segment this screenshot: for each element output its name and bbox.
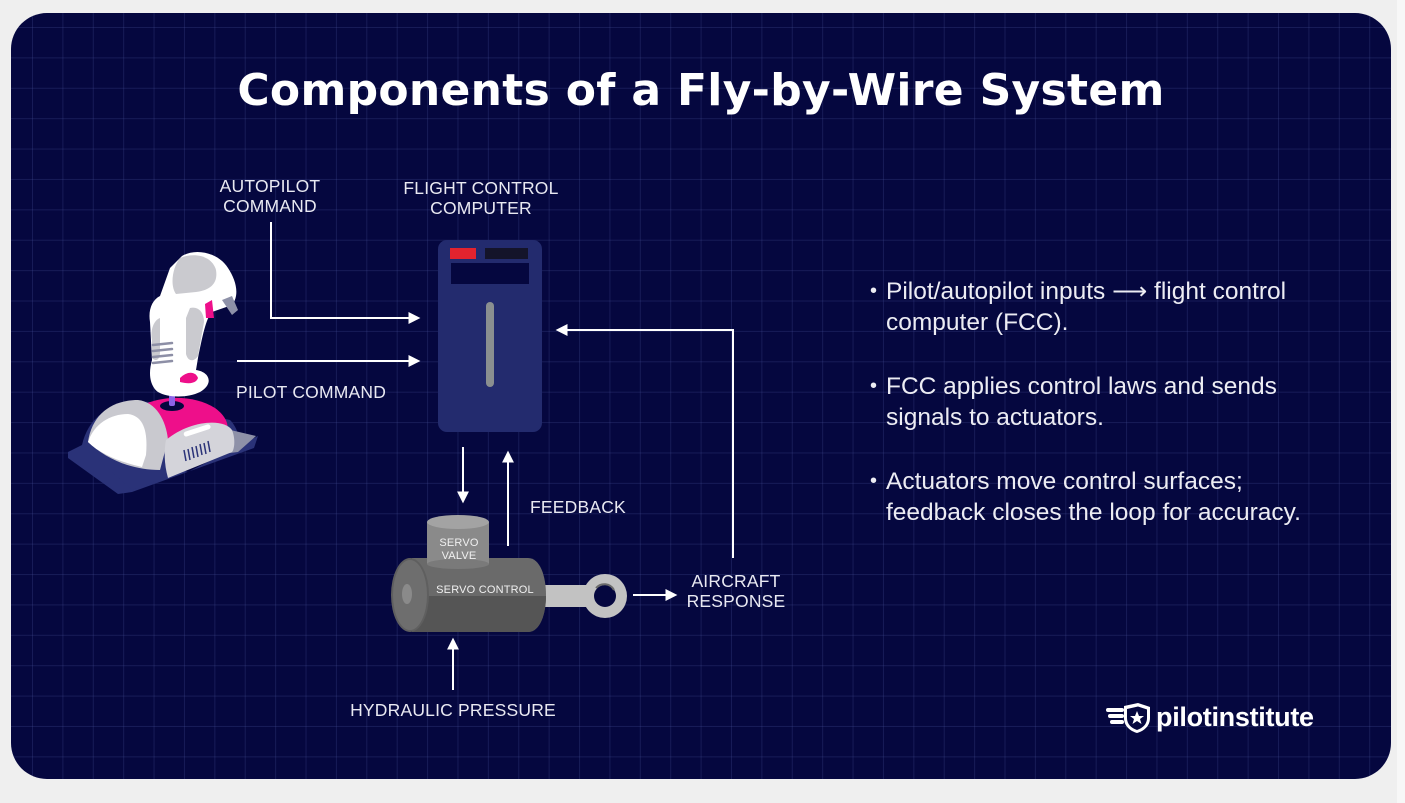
autopilot-command-line1: AUTOPILOT	[219, 176, 321, 196]
summary-bullets: • Pilot/autopilot inputs ⟶ flight contro…	[868, 276, 1338, 561]
servo-valve-line2: VALVE	[441, 550, 477, 562]
flight-control-computer-icon	[438, 240, 542, 432]
bullet-marker: •	[870, 280, 878, 302]
feedback-label: FEEDBACK	[530, 497, 626, 517]
bullet-marker: •	[870, 375, 878, 397]
bullet-text: Pilot/autopilot inputs ⟶ flight control …	[886, 278, 1287, 336]
brand-name: pilotinstitute	[1156, 701, 1314, 732]
pilotinstitute-logo: pilotinstitute	[1106, 700, 1314, 734]
servo-control-icon	[391, 515, 627, 632]
bullet-item: • FCC applies control laws and sends sig…	[868, 371, 1338, 433]
aircraft-response-label: AIRCRAFT RESPONSE	[676, 571, 796, 611]
infographic-card: Components of a Fly-by-Wire System	[11, 13, 1391, 779]
aircraft-response-line1: AIRCRAFT	[691, 571, 781, 591]
bullet-item: • Pilot/autopilot inputs ⟶ flight contro…	[868, 276, 1338, 338]
aircraft-feedback-arrow	[555, 324, 734, 558]
flight-control-computer-label: FLIGHT CONTROL COMPUTER	[386, 178, 576, 218]
aircraft-response-line2: RESPONSE	[686, 591, 786, 611]
fcc-label-line2: COMPUTER	[430, 198, 532, 218]
bullet-text: FCC applies control laws and sends signa…	[886, 373, 1277, 431]
hydraulic-pressure-label: HYDRAULIC PRESSURE	[350, 700, 556, 720]
pilot-command-label: PILOT COMMAND	[236, 382, 387, 402]
autopilot-arrow	[270, 222, 421, 324]
servo-valve-line1: SERVO	[439, 537, 479, 549]
fcc-label-line1: FLIGHT CONTROL	[403, 178, 559, 198]
page-title: Components of a Fly-by-Wire System	[237, 65, 1165, 116]
autopilot-command-label: AUTOPILOT COMMAND	[205, 176, 335, 216]
autopilot-command-line2: COMMAND	[223, 196, 317, 216]
page-edge	[1397, 0, 1405, 803]
servo-valve-label: SERVO VALVE	[429, 537, 489, 563]
shield-star-wings-icon	[1106, 703, 1150, 733]
bullet-text: Actuators move control surfaces; feedbac…	[886, 468, 1301, 526]
joystick-icon	[68, 252, 258, 494]
bullet-marker: •	[870, 470, 878, 492]
bullet-item: • Actuators move control surfaces; feedb…	[868, 466, 1338, 528]
servo-control-label: SERVO CONTROL	[436, 584, 534, 596]
